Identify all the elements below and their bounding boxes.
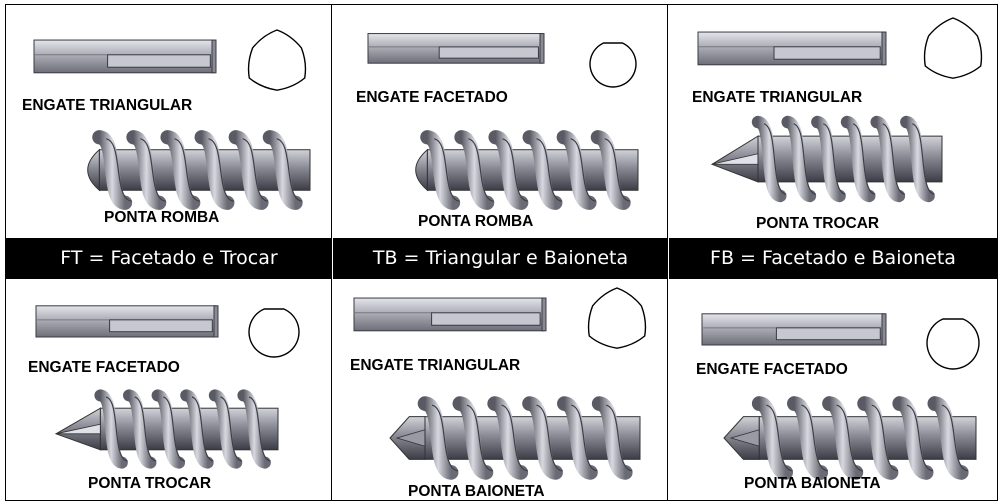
drive-shaft — [33, 39, 217, 74]
combination-cell: ENGATE FACETADO PONTA BAIONETA — [668, 279, 997, 500]
drive-shaft — [353, 297, 547, 332]
drive-shaft — [697, 31, 887, 66]
ponta-label: PONTA ROMBA — [418, 213, 534, 230]
triangle-profile-icon — [923, 17, 983, 79]
legend-item-fb: FB = Facetado e Baioneta — [710, 247, 956, 269]
drive-shaft — [367, 33, 545, 64]
triangle-profile-icon — [247, 29, 307, 91]
ponta-label: PONTA BAIONETA — [408, 483, 545, 500]
screw-trocar-tip — [54, 389, 279, 469]
legend-divider — [332, 238, 333, 279]
screw-blunt-tip — [87, 130, 311, 210]
ponta-label: PONTA BAIONETA — [744, 475, 881, 492]
legend-item-ft: FT = Facetado e Trocar — [60, 247, 278, 269]
screw-trocar-tip — [710, 115, 943, 203]
engate-label: ENGATE FACETADO — [28, 359, 180, 376]
engate-label: ENGATE FACETADO — [696, 361, 848, 378]
engate-label: ENGATE TRIANGULAR — [350, 357, 521, 374]
faceted-profile-icon — [248, 308, 300, 358]
engate-label: ENGATE FACETADO — [356, 89, 508, 106]
legend-divider — [668, 238, 669, 279]
ponta-label: PONTA TROCAR — [756, 215, 880, 232]
drive-shaft — [35, 305, 219, 338]
ponta-label: PONTA TROCAR — [88, 475, 212, 492]
legend-band: FT = Facetado e Trocar TB = Triangular e… — [6, 238, 997, 279]
screw-bayonet-tip — [389, 396, 641, 480]
combination-cell: ENGATE TRIANGULAR PONTA BAIONETA — [332, 279, 668, 500]
legend-item-tb: TB = Triangular e Baioneta — [372, 247, 629, 269]
drive-tip-combinations-table: ENGATE TRIANGULAR PONTA ROMBA ENGATE FAC… — [5, 4, 998, 501]
faceted-profile-icon — [589, 42, 637, 88]
engate-label: ENGATE TRIANGULAR — [692, 89, 863, 106]
screw-bayonet-tip — [723, 396, 977, 480]
triangle-profile-icon — [587, 287, 647, 349]
ponta-label: PONTA ROMBA — [104, 209, 220, 226]
combination-cell: ENGATE TRIANGULAR PONTA TROCAR — [668, 5, 997, 238]
combination-cell: ENGATE FACETADO PONTA TROCAR — [6, 279, 332, 500]
engate-label: ENGATE TRIANGULAR — [22, 97, 193, 114]
combination-cell: ENGATE FACETADO PONTA ROMBA — [332, 5, 668, 238]
screw-blunt-tip — [415, 130, 639, 210]
drive-shaft — [701, 313, 887, 346]
faceted-profile-icon — [926, 318, 980, 370]
combination-cell: ENGATE TRIANGULAR PONTA ROMBA — [6, 5, 332, 238]
